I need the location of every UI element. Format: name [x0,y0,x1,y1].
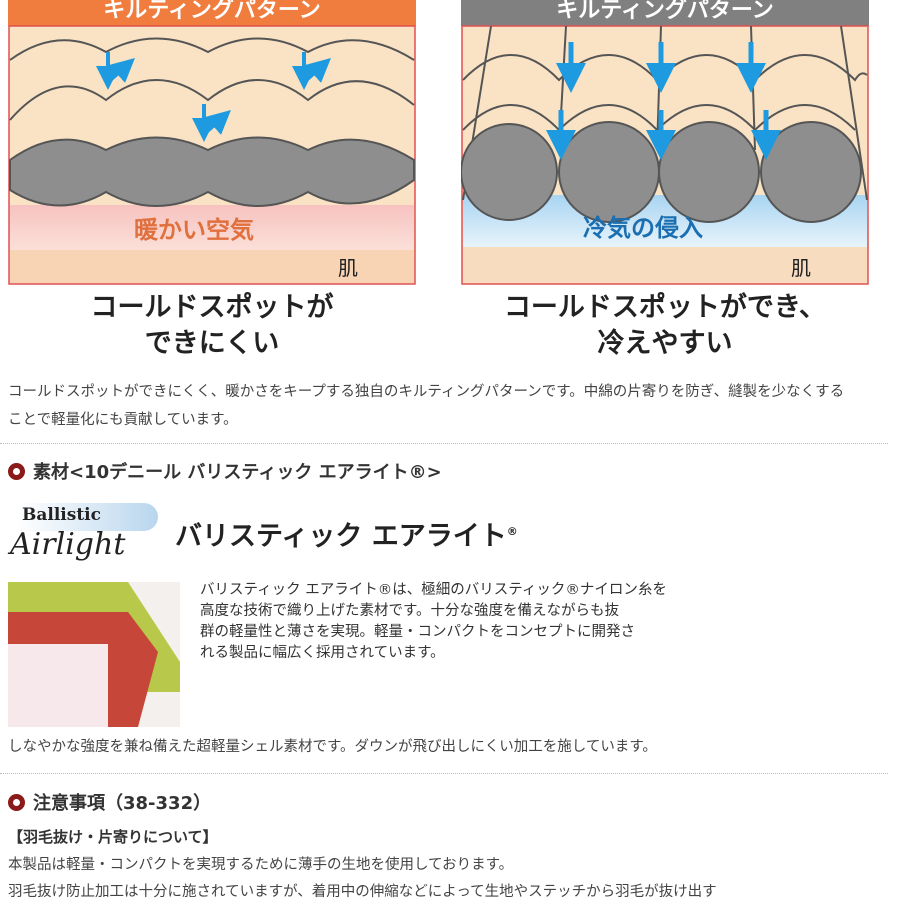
material-summary: しなやかな強度を兼ね備えた超軽量シェル素材です。ダウンが飛び出しにくい加工を施し… [8,739,657,755]
logo-text: Airlight [10,527,126,562]
cold-air-label: 冷気の侵入 [583,214,703,242]
spec-line: れる製品に幅広く採用されています。 [200,645,445,661]
diagram-cold-spots: キルティングパターン 冷気の侵入 肌 [460,0,869,285]
logo-text: Ballistic [22,505,101,525]
product-title: バリスティック エアライト® [175,514,518,553]
caption-line: 冷えやすい [597,328,733,359]
caption-line: コールドスポットができ、 [503,292,827,323]
skin-label-left: 肌 [338,256,358,280]
material-spec-text: バリスティック エアライト®は、極細のバリスティック®ナイロン糸を 高度な技術で… [200,580,667,664]
registered-mark: ® [506,525,518,538]
heading-text: 注意事項（38-332） [33,793,212,814]
diagram-header-left: キルティングパターン [103,0,321,23]
spec-line: バリスティック エアライト®は、極細のバリスティック®ナイロン糸を [200,582,667,598]
divider [0,443,888,444]
caption-line: コールドスポットが [90,292,334,323]
quilting-illustration-left [8,0,416,285]
warm-air-label: 暖かい空気 [134,216,254,244]
heading-text: 素材<10デニール バリスティック エアライト®> [33,462,442,483]
spec-line: 群の軽量性と薄さを実現。軽量・コンパクトをコンセプトに開発さ [200,624,635,640]
divider [0,773,888,774]
title-text: バリスティック エアライト [175,521,507,552]
diagram-few-cold-spots: キルティングパターン 暖かい空気 肌 [8,0,416,285]
caption-left: コールドスポットが できにくい [8,290,416,362]
quilting-description: コールドスポットができにくく、暖かさをキープする独自のキルティングパターンです。… [8,384,845,428]
quilting-illustration-right [460,0,869,285]
caption-right: コールドスポットができ、 冷えやすい [461,290,869,362]
fabric-image [8,582,180,727]
bullet-ring-icon [8,462,25,480]
notes-subheading: 【羽毛抜け・片寄りについて】 [8,828,218,846]
notes-heading: 注意事項（38-332） [8,789,211,815]
notes-line: 羽毛抜け防止加工は十分に施されていますが、着用中の伸縮などによって生地やステッチ… [8,884,717,900]
diagram-header-right: キルティングパターン [556,0,774,23]
material-heading: 素材<10デニール バリスティック エアライト®> [8,458,442,484]
skin-label-right: 肌 [791,256,811,280]
notes-line: 本製品は軽量・コンパクトを実現するために薄手の生地を使用しております。 [8,857,514,873]
bullet-ring-icon [8,793,25,811]
caption-line: できにくい [144,328,280,359]
ballistic-airlight-logo: Ballistic Airlight [8,503,158,578]
spec-line: 高度な技術で織り上げた素材です。十分な強度を備えながらも抜 [200,603,620,619]
